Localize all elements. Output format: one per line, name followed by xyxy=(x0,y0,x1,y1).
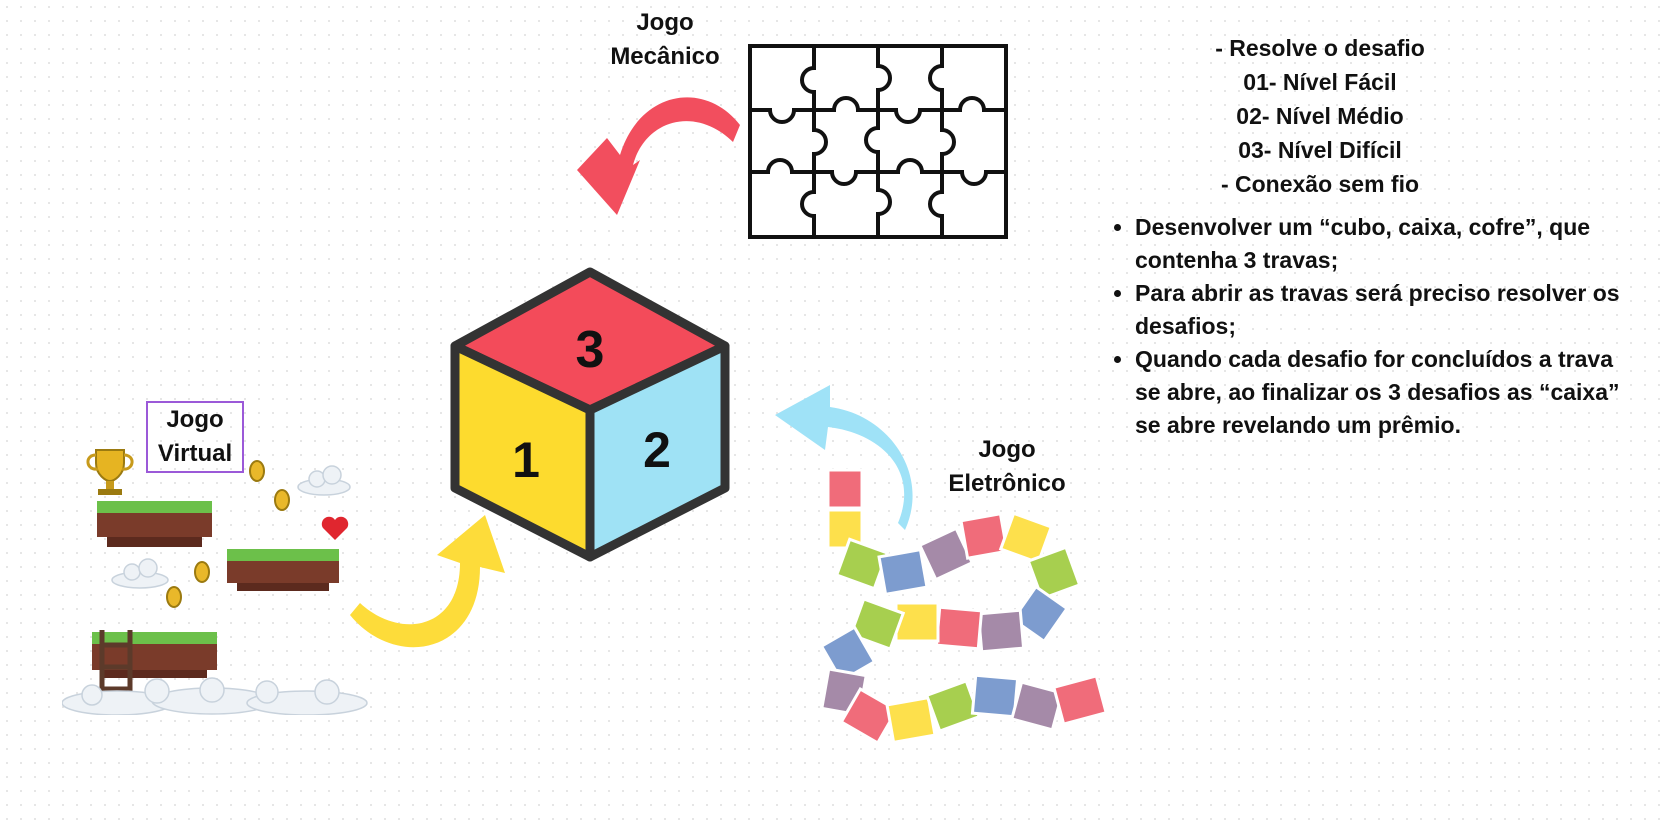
board-tile xyxy=(885,695,937,745)
label-line: Virtual xyxy=(157,440,233,467)
cube-number-right: 2 xyxy=(643,422,671,478)
board-tile xyxy=(959,512,1009,560)
board-tile xyxy=(1010,584,1070,644)
board-tile xyxy=(826,468,864,510)
note-item: - Resolve o desafio xyxy=(1215,35,1425,61)
cloud-icon xyxy=(111,558,169,589)
bullet-item: Quando cada desafio for concluídos a tra… xyxy=(1135,343,1630,442)
cloud-ground xyxy=(62,677,368,715)
cloud-icon xyxy=(297,465,351,496)
cube-number-left: 1 xyxy=(512,432,540,488)
coin-icon xyxy=(274,489,290,511)
board-tile xyxy=(1009,680,1065,732)
heart-icon xyxy=(321,516,349,540)
coin-icon xyxy=(166,586,182,608)
cube-number-top: 3 xyxy=(576,321,605,379)
board-tile xyxy=(820,625,877,683)
coin-icon xyxy=(249,460,265,482)
board-tile xyxy=(839,686,899,745)
board-tile xyxy=(1051,674,1109,726)
label-line: Jogo xyxy=(978,436,1036,463)
red-curved-arrow xyxy=(577,97,740,215)
board-tile xyxy=(1026,545,1082,601)
challenge-notes: - Resolve o desafio 01- Nível Fácil 02- … xyxy=(1105,31,1535,201)
note-item: 01- Nível Fácil xyxy=(1243,69,1397,95)
platformer-game-scene xyxy=(62,449,368,715)
platform-bottom xyxy=(92,632,217,678)
board-tile xyxy=(848,597,906,651)
board-tile xyxy=(976,608,1026,654)
platform-top xyxy=(97,501,212,547)
platform-middle xyxy=(227,549,339,591)
label-jogo-virtual: Jogo Virtual xyxy=(146,401,244,473)
bullet-item: Para abrir as travas será preciso resolv… xyxy=(1135,277,1630,343)
board-tile xyxy=(970,673,1020,719)
blue-curved-arrow xyxy=(775,385,913,530)
label-line: Mecânico xyxy=(610,43,720,70)
board-tile xyxy=(877,547,929,597)
board-tile xyxy=(894,601,940,643)
yellow-curved-arrow xyxy=(350,515,505,648)
trophy-icon xyxy=(86,449,134,495)
label-jogo-mecanico: Jogo Mecânico xyxy=(585,6,745,74)
label-jogo-eletronico: Jogo Eletrônico xyxy=(932,433,1082,501)
board-tile xyxy=(924,679,982,733)
cube-illustration: 3 1 2 xyxy=(450,267,730,562)
board-tile xyxy=(934,605,984,651)
label-line: Jogo xyxy=(636,9,694,36)
coin-icon xyxy=(194,561,210,583)
description-bullets: Desenvolver um “cubo, caixa, cofre”, que… xyxy=(1113,211,1630,442)
note-item: - Conexão sem fio xyxy=(1220,171,1420,197)
bullet-item: Desenvolver um “cubo, caixa, cofre”, que… xyxy=(1135,211,1630,277)
label-line: Jogo xyxy=(166,406,224,433)
board-game-path xyxy=(820,468,1109,745)
note-item: 02- Nível Médio xyxy=(1236,103,1404,129)
cube-right-face xyxy=(585,341,730,562)
board-tile xyxy=(998,511,1054,565)
puzzle-icon xyxy=(748,44,1008,239)
note-item: 03- Nível Difícil xyxy=(1238,137,1402,163)
label-line: Eletrônico xyxy=(948,470,1066,497)
